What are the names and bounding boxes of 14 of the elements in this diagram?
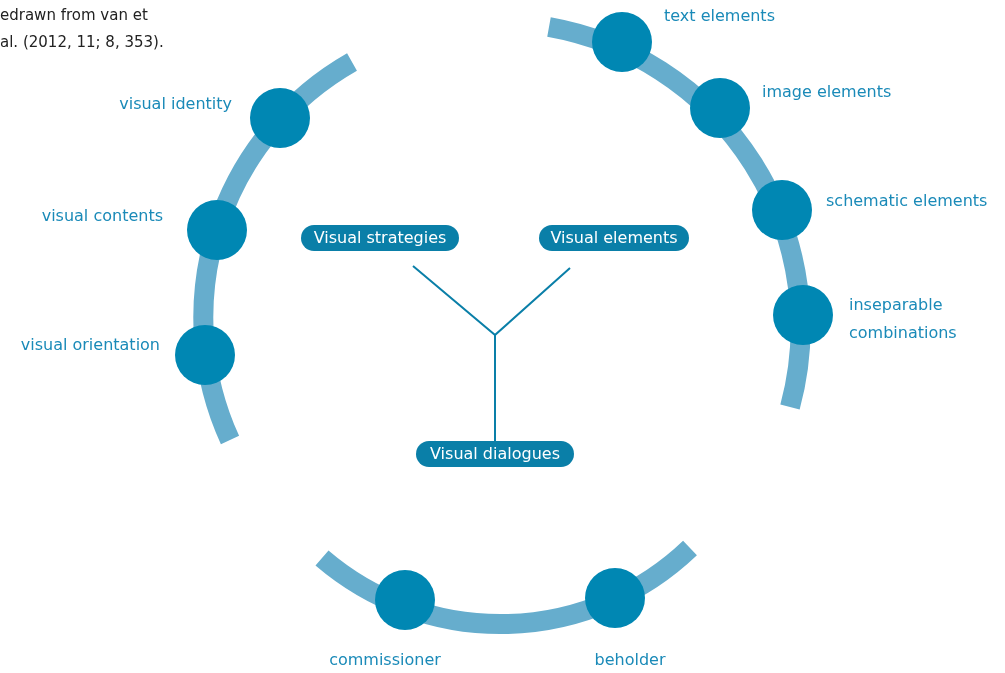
item-label: inseparable combinations (849, 294, 958, 344)
item-label: visual contents (41, 205, 163, 227)
item-label: visual orientation (20, 334, 160, 356)
item-label: beholder (593, 649, 667, 671)
source-note: edrawn from van et al. (2012, 11; 8, 353). (0, 5, 165, 53)
connector-line (494, 267, 571, 442)
item-label: schematic elements (826, 190, 988, 212)
item-label: commissioner (328, 649, 442, 671)
item-label: visual identity (119, 93, 232, 115)
item-label: text elements (664, 5, 775, 27)
topic-pill: Visual elements (539, 225, 689, 251)
topic-pill: Visual strategies (301, 225, 459, 251)
item-label: image elements (762, 81, 892, 103)
topic-pill: Visual dialogues (416, 441, 574, 467)
